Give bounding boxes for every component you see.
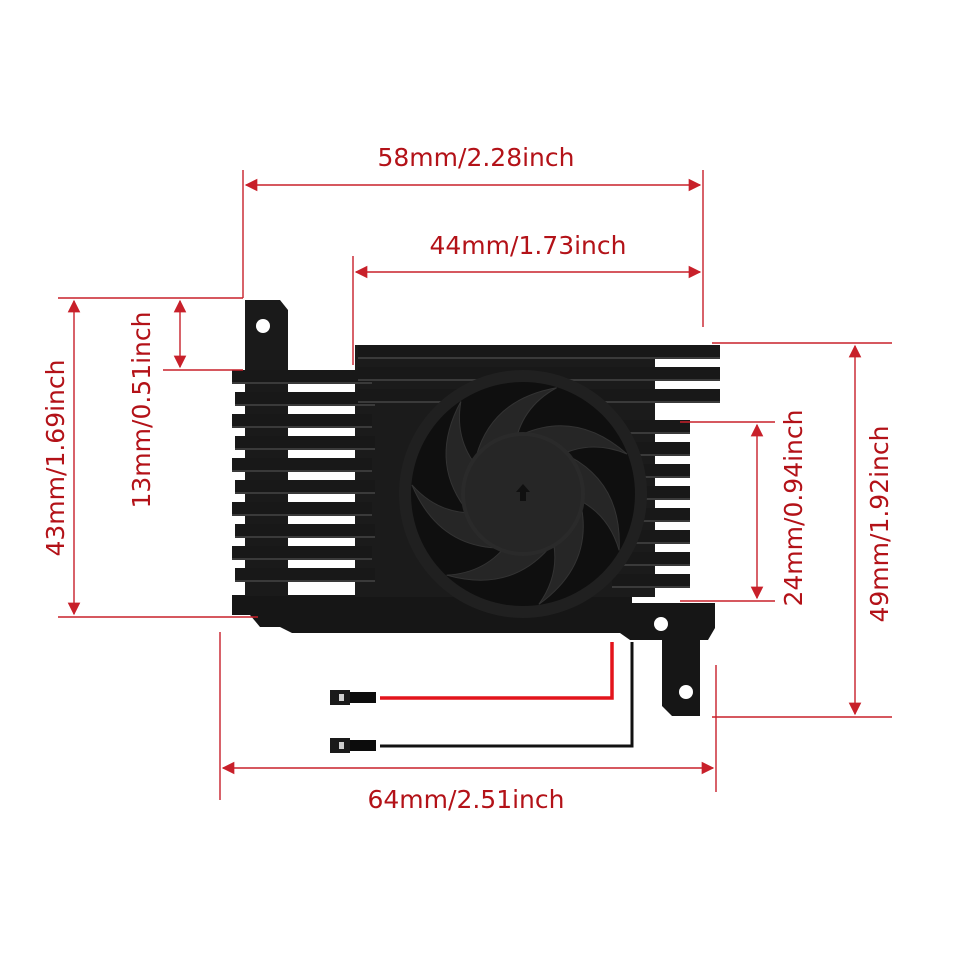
heatsink-fin bbox=[232, 458, 372, 470]
dim-label-right-inner: 24mm/0.94inch bbox=[779, 410, 808, 607]
heatsink-fin bbox=[232, 370, 372, 382]
heatsink-fin bbox=[232, 502, 372, 514]
heatsink-fin bbox=[232, 470, 372, 472]
heatsink-fin bbox=[612, 454, 690, 456]
black-wire bbox=[380, 642, 634, 748]
heatsink-fin bbox=[235, 436, 375, 448]
mounting-hole-top-left bbox=[256, 319, 270, 333]
heatsink-fin bbox=[612, 542, 690, 544]
heatsink-fin bbox=[232, 426, 372, 428]
heatsink-fin bbox=[232, 414, 372, 426]
heatsink-fin bbox=[232, 382, 372, 384]
heatsink-fin bbox=[358, 345, 720, 357]
heatsink-fin bbox=[612, 476, 690, 478]
heatsink-fin bbox=[232, 546, 372, 558]
heatsink-fin bbox=[612, 586, 690, 588]
fan-cable bbox=[330, 642, 634, 753]
heatsink-fin bbox=[612, 498, 690, 500]
heatsink-fin bbox=[235, 536, 375, 538]
heatsink-fin bbox=[358, 357, 720, 359]
dimension-lines bbox=[58, 170, 892, 800]
dim-label-left-tab: 13mm/0.51inch bbox=[127, 312, 156, 509]
heatsink-fin bbox=[612, 564, 690, 566]
red-wire bbox=[380, 642, 614, 700]
connector-black bbox=[330, 738, 376, 753]
heatsink-fin bbox=[612, 552, 690, 564]
mounting-hole-right bbox=[654, 617, 668, 631]
dim-label-top-fan-section: 44mm/1.73inch bbox=[430, 231, 627, 260]
heatsink-fin bbox=[235, 492, 375, 494]
heatsink-base bbox=[232, 595, 715, 716]
heatsink-fin bbox=[235, 480, 375, 492]
heatsink-fin bbox=[235, 524, 375, 536]
connector-red bbox=[330, 690, 376, 705]
mounting-hole-bottom-right bbox=[679, 685, 693, 699]
heatsink-fin bbox=[612, 432, 690, 434]
heatsink-fin bbox=[235, 404, 375, 406]
dim-label-top-overall: 58mm/2.28inch bbox=[378, 143, 575, 172]
heatsink-fin bbox=[612, 520, 690, 522]
heatsink-fin bbox=[235, 448, 375, 450]
heatsink-fin bbox=[235, 568, 375, 580]
heatsink-fin bbox=[235, 580, 375, 582]
heatsink-fin bbox=[232, 514, 372, 516]
dim-label-bottom-overall: 64mm/2.51inch bbox=[368, 785, 565, 814]
heatsink-fin bbox=[232, 558, 372, 560]
heatsink-fin bbox=[612, 574, 690, 586]
rotation-arrow-icon bbox=[516, 484, 530, 501]
heatsink-fin bbox=[235, 392, 375, 404]
cooling-fan bbox=[399, 370, 647, 618]
dim-label-left-height: 43mm/1.69inch bbox=[41, 360, 70, 557]
heatsink-fin bbox=[612, 420, 690, 432]
dim-label-right-overall: 49mm/1.92inch bbox=[865, 426, 894, 623]
